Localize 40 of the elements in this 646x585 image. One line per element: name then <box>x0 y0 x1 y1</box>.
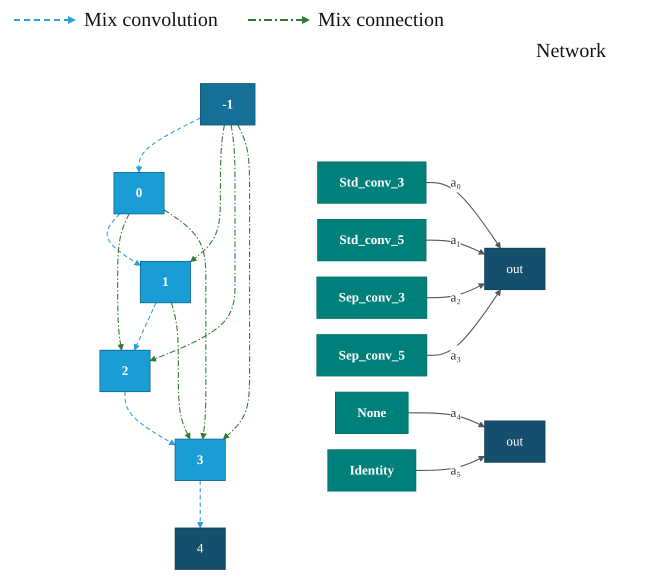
edge-label: a₀ <box>450 174 461 190</box>
section-heading: Network <box>536 40 606 62</box>
node-box: Std_conv_5 <box>317 219 426 262</box>
edge-label: a₃ <box>450 348 461 362</box>
arrow <box>117 214 130 350</box>
node-box: Std_conv_3 <box>317 161 426 204</box>
edge-label: a₁ <box>450 232 461 248</box>
arrow <box>197 480 204 528</box>
arrow <box>408 412 485 428</box>
edge-label: a₂ <box>450 290 461 305</box>
edge-label: a₅ <box>450 462 461 478</box>
arrow <box>124 392 176 446</box>
arrow <box>190 124 225 262</box>
legend-text: Mix convolution <box>84 8 218 32</box>
node-box: 4 <box>174 528 226 570</box>
node-box: None <box>335 392 409 434</box>
node-box: 0 <box>114 172 165 214</box>
arrow <box>136 117 201 173</box>
node-box: 3 <box>174 438 226 481</box>
node-box: -1 <box>200 83 256 126</box>
arrow <box>150 124 236 362</box>
arrow <box>222 124 250 440</box>
arrow <box>170 302 190 440</box>
arrow <box>106 214 141 266</box>
node-box: Sep_conv_5 <box>316 334 428 376</box>
arrow <box>134 302 156 350</box>
arrow <box>164 209 207 440</box>
legend-text: Mix connection <box>318 8 444 32</box>
arrow <box>426 283 485 298</box>
arrow <box>426 182 501 248</box>
node-box: out <box>484 420 546 463</box>
edge-label: a₄ <box>450 405 461 420</box>
node-box: 1 <box>140 260 191 304</box>
node-box: 2 <box>99 350 150 392</box>
node-box: out <box>484 248 546 290</box>
node-box: Identity <box>327 449 416 492</box>
node-box: Sep_conv_3 <box>316 276 428 319</box>
arrow <box>426 240 485 255</box>
arrow <box>416 456 485 471</box>
arrow <box>426 289 501 356</box>
